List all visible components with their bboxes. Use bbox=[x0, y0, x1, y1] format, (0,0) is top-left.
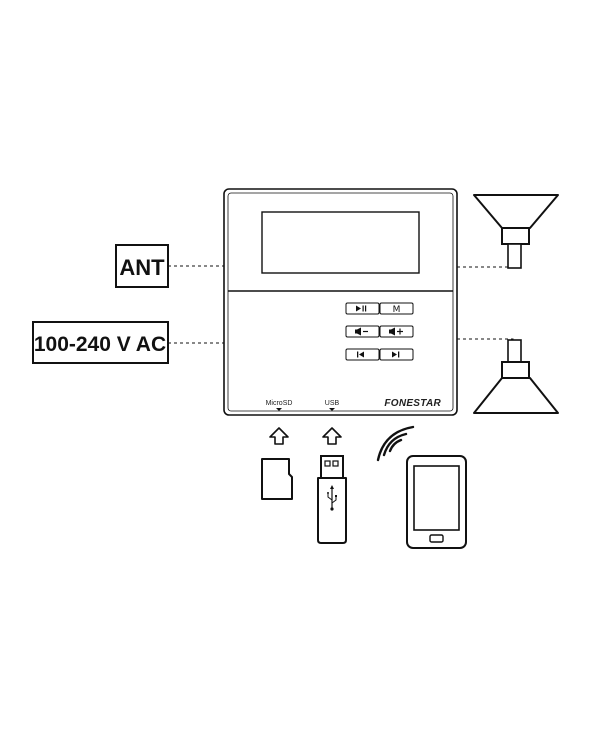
button-previous[interactable] bbox=[345, 348, 380, 361]
speaker-top-icon bbox=[473, 194, 559, 269]
usb-symbol-icon bbox=[327, 485, 337, 511]
smartphone-home-button bbox=[429, 534, 444, 543]
microsd-up-arrow-icon bbox=[269, 427, 289, 445]
microsd-card-icon bbox=[261, 458, 293, 500]
previous-icon bbox=[357, 351, 364, 358]
button-volume-up[interactable] bbox=[379, 325, 414, 338]
microsd-port-arrow bbox=[276, 408, 282, 411]
speaker-bottom-line bbox=[457, 338, 514, 352]
speaker-bottom-icon bbox=[473, 339, 559, 414]
ant-label-box: ANT bbox=[115, 244, 169, 288]
play-pause-icon bbox=[356, 305, 367, 312]
usb-stick-icon bbox=[317, 455, 347, 544]
mode-icon: M bbox=[393, 305, 401, 315]
power-label: 100-240 V AC bbox=[34, 333, 166, 356]
microsd-port-label: MicroSD bbox=[266, 400, 293, 407]
device-unit: M bbox=[223, 188, 458, 416]
button-play-pause[interactable] bbox=[345, 302, 380, 315]
smartphone-icon bbox=[406, 455, 467, 549]
brand-logo: FONESTAR bbox=[384, 398, 441, 409]
next-icon bbox=[392, 351, 400, 358]
ant-label: ANT bbox=[119, 255, 165, 280]
usb-port-label: USB bbox=[325, 400, 340, 407]
volume-up-icon bbox=[389, 327, 403, 336]
smartphone-screen bbox=[413, 465, 460, 531]
power-label-box: 100-240 V AC bbox=[32, 321, 169, 364]
usb-port-arrow bbox=[329, 408, 335, 411]
button-volume-down[interactable] bbox=[345, 325, 380, 338]
lcd-display bbox=[261, 211, 420, 274]
wireless-signal-icon bbox=[376, 425, 415, 462]
button-next[interactable] bbox=[379, 348, 414, 361]
usb-up-arrow-icon bbox=[322, 427, 342, 445]
volume-down-icon bbox=[355, 327, 368, 336]
button-mode[interactable]: M bbox=[379, 302, 414, 315]
speaker-top-line bbox=[457, 254, 514, 268]
